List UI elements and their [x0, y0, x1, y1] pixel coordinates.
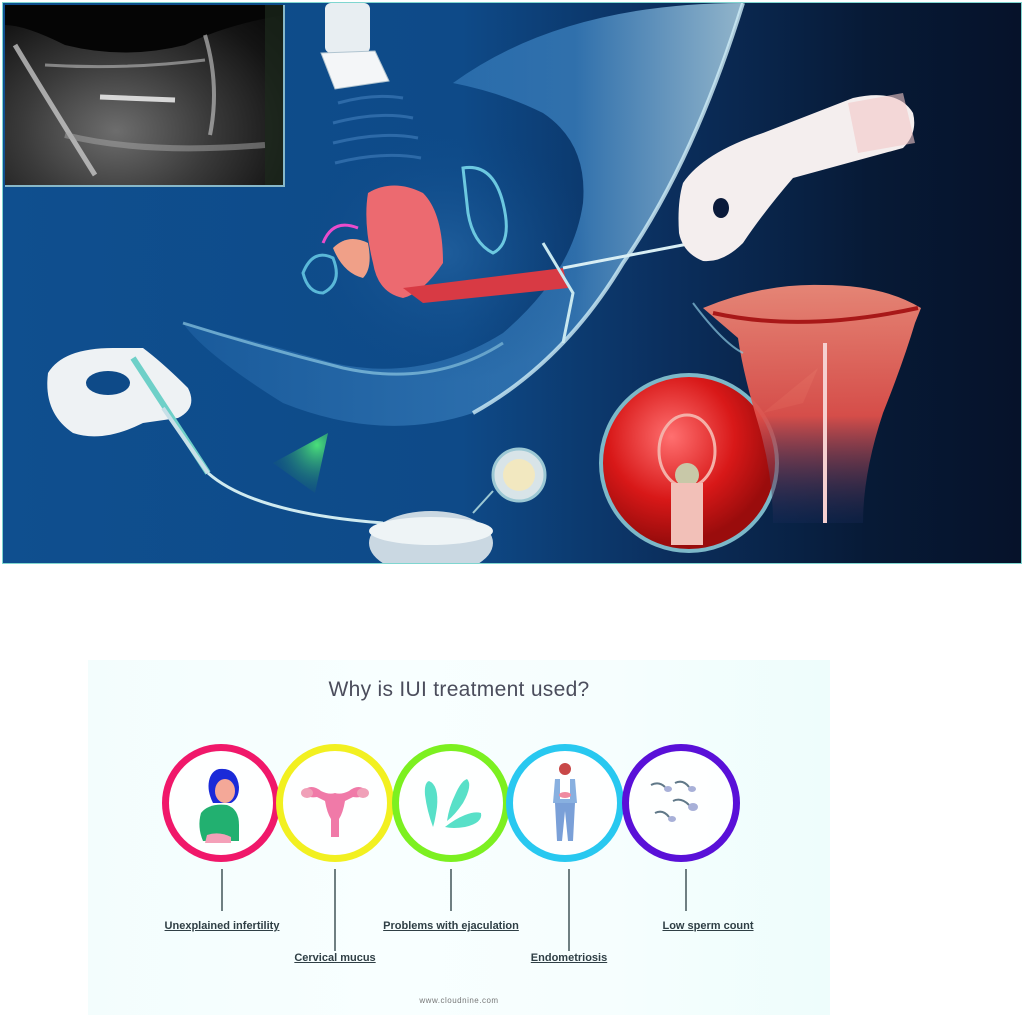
woman-standing-icon [553, 763, 577, 841]
reason-circle-low-sperm-count [622, 744, 740, 862]
connector-line [568, 869, 570, 951]
catheter-line-right [562, 241, 694, 270]
pointer-triangle-icon [273, 433, 328, 493]
reason-circle-ejaculation-problems [392, 744, 510, 862]
connector-line [221, 869, 223, 911]
ultrasound-probe-icon [320, 3, 422, 165]
reason-label-cervical-mucus: Cervical mucus [294, 952, 376, 964]
reason-label-low-sperm-count: Low sperm count [662, 920, 754, 932]
reason-label-unexplained-infertility: Unexplained infertility [164, 920, 280, 932]
uterus-icon [301, 787, 369, 837]
syringe-icon [130, 356, 211, 475]
reason-label-endometriosis: Endometriosis [530, 952, 608, 964]
magnified-view-icon [599, 368, 818, 553]
iui-procedure-illustration [2, 2, 1022, 564]
sperm-icon [650, 780, 698, 822]
infographic-title: Why is IUI treatment used? [328, 678, 590, 701]
connector-line [685, 869, 687, 911]
procedure-artwork [47, 3, 921, 563]
reason-circle-unexplained-infertility [162, 744, 280, 862]
reason-label-ejaculation-problems: Problems with ejaculation [383, 920, 519, 932]
sample-dish-icon [369, 447, 547, 563]
uterus-front-view-icon [692, 284, 921, 523]
reason-circle-endometriosis [506, 744, 624, 862]
source-url: www.cloudnine.com [419, 996, 499, 1005]
iui-reasons-infographic: Why is IUI treatment used? Unexplained i… [88, 660, 830, 1015]
body-silhouette [182, 3, 745, 426]
connector-line [334, 869, 336, 951]
woman-thinking-icon [199, 768, 239, 843]
gloved-hand-left-icon [47, 348, 192, 437]
reason-circle-cervical-mucus [276, 744, 394, 862]
connector-line [450, 869, 452, 911]
droplets-icon [424, 779, 482, 828]
ultrasound-inset-image [5, 5, 285, 187]
gloved-hand-right-icon [678, 93, 915, 262]
catheter-tube [207, 471, 384, 525]
ultrasound-scan-texture [5, 5, 283, 185]
uterus-cross-section-icon [301, 165, 575, 344]
